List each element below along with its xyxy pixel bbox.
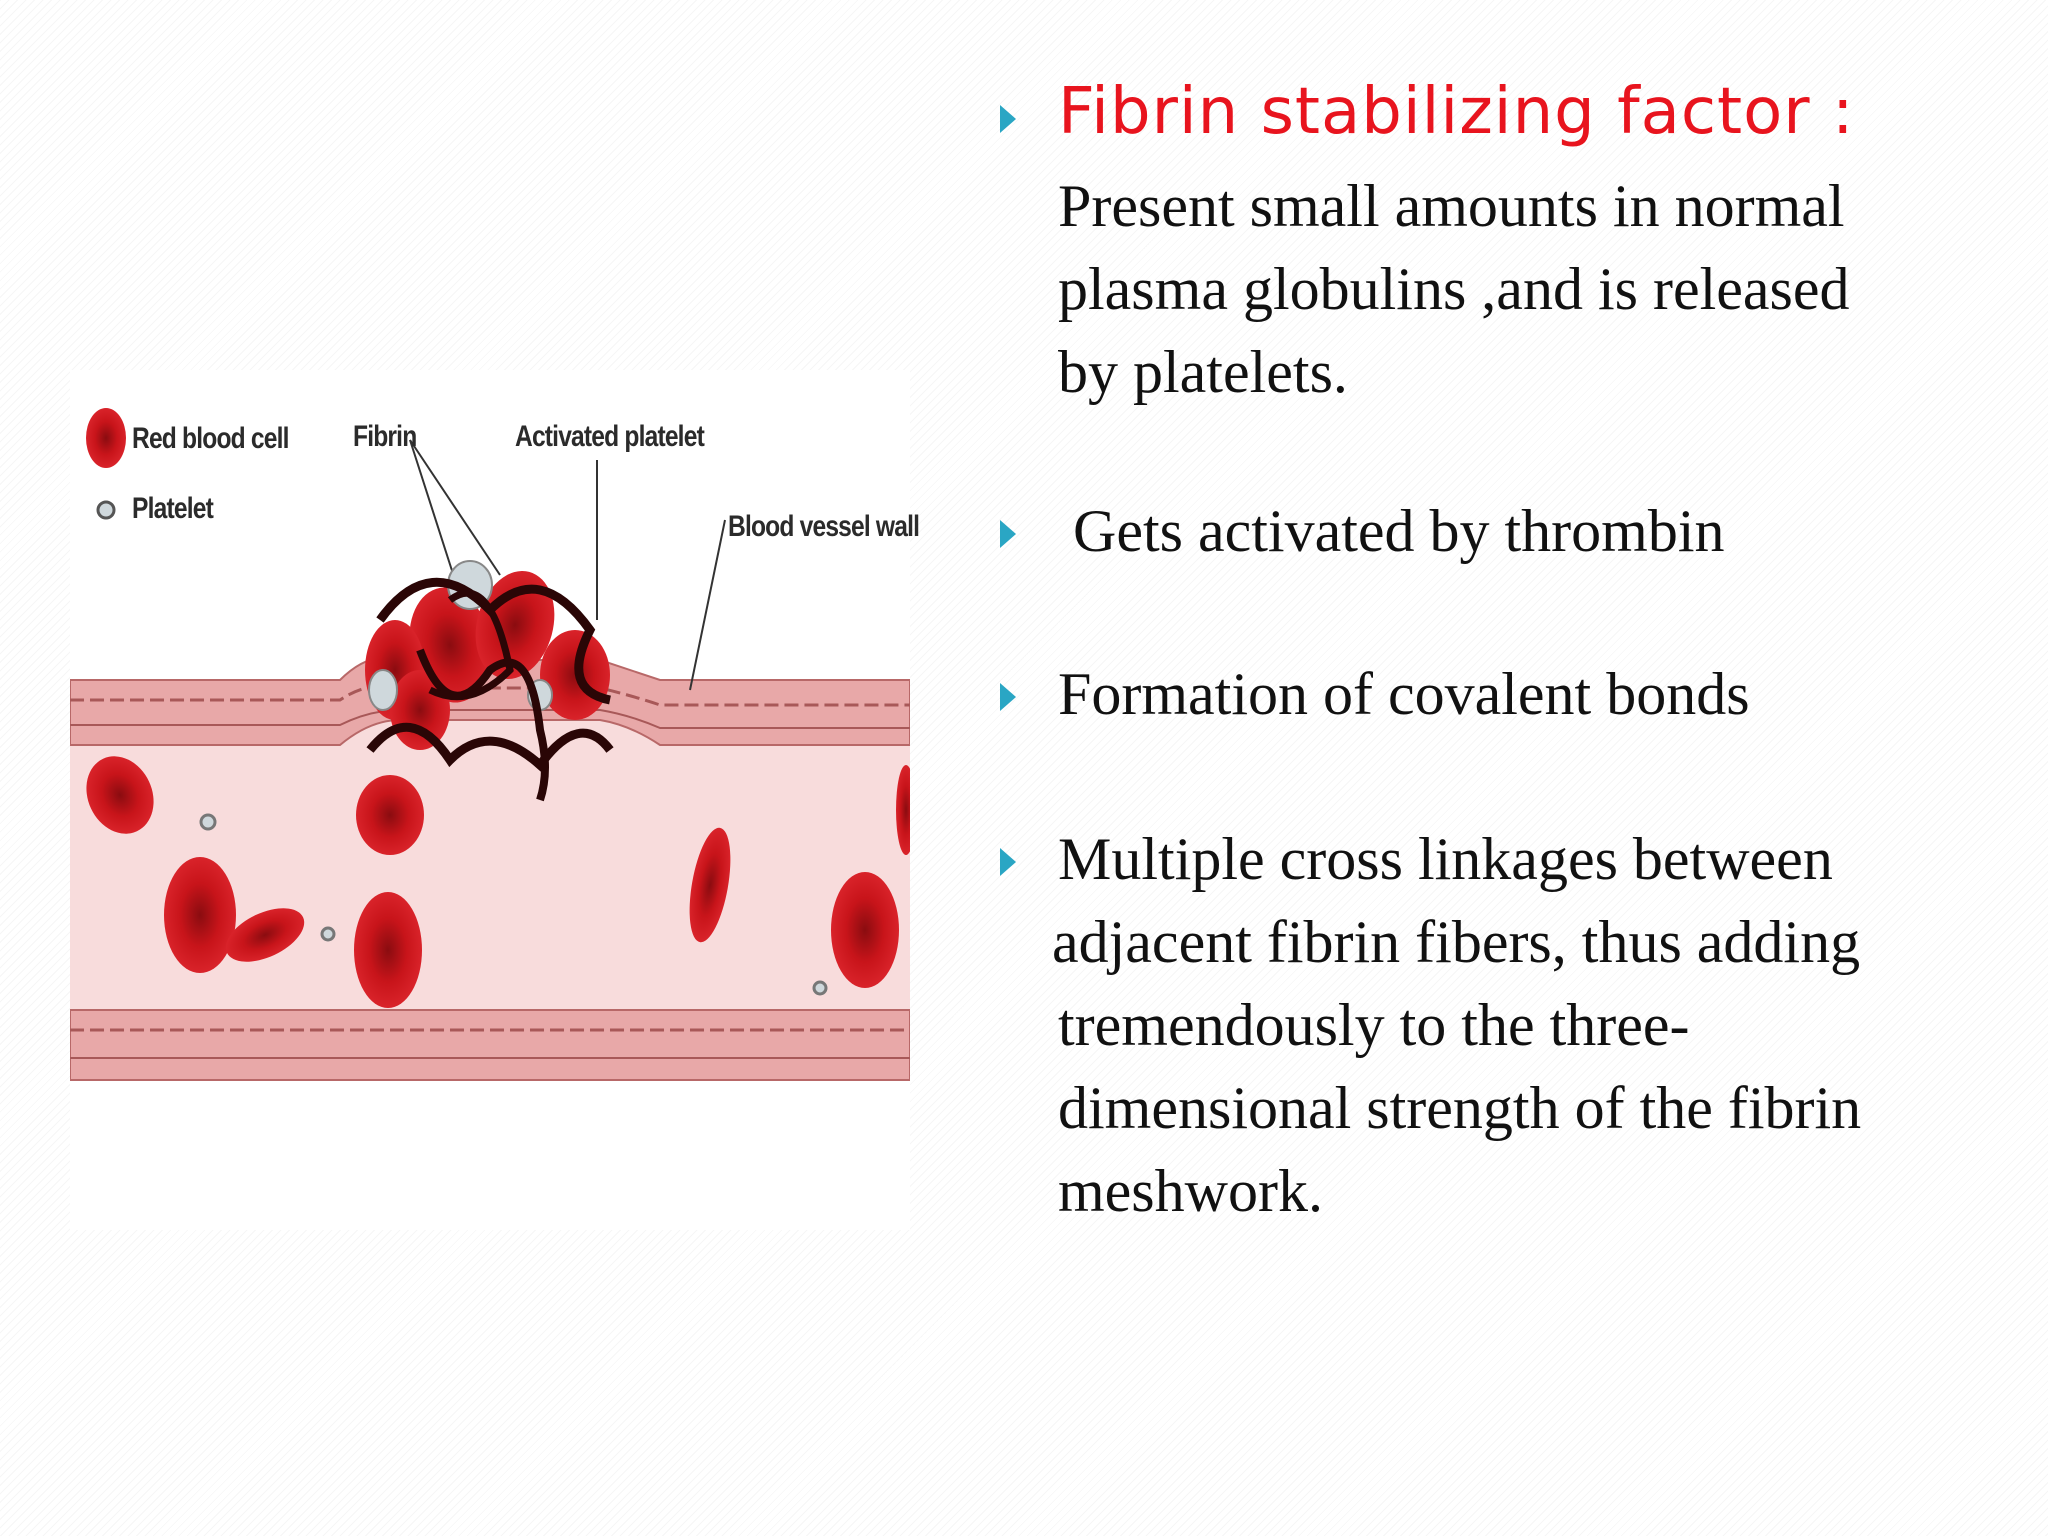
red-blood-cell xyxy=(896,765,910,855)
legend-platelet xyxy=(96,500,116,520)
bullet-line: Formation of covalent bonds xyxy=(1058,661,1750,727)
bullet-line: plasma globulins ,and is released xyxy=(1058,256,1850,322)
bullet-arrow-icon xyxy=(1000,848,1016,876)
label-blood-vessel-wall: Blood vessel wall xyxy=(728,510,920,543)
red-blood-cell xyxy=(831,872,899,988)
vessel-wall-bottom xyxy=(70,1009,910,1081)
bullet-line: dimensional strength of the fibrin xyxy=(1058,1075,1862,1141)
bullet-line: Present small amounts in normal xyxy=(1058,173,1845,239)
platelet xyxy=(812,980,828,996)
red-blood-cell xyxy=(225,908,305,962)
bullet-arrow-icon xyxy=(1000,105,1016,133)
bullet-line: meshwork. xyxy=(1058,1158,1323,1224)
bullet-line: adjacent fibrin fibers, thus adding xyxy=(1052,909,1861,975)
activated-platelet xyxy=(368,669,398,711)
label-fibrin: Fibrin xyxy=(353,420,417,453)
bullet-line: tremendously to the three- xyxy=(1058,992,1690,1058)
label-activated-platelet: Activated platelet xyxy=(515,420,705,453)
blood-clot-illustration: Red blood cell Platelet Fibrin Activated… xyxy=(70,370,920,1230)
red-blood-cell xyxy=(164,857,236,973)
platelet xyxy=(320,926,336,942)
label-platelet: Platelet xyxy=(132,492,214,525)
bullet-arrow-icon xyxy=(1000,683,1016,711)
label-red-blood-cell: Red blood cell xyxy=(132,422,289,455)
red-blood-cell xyxy=(689,827,731,943)
red-blood-cell xyxy=(354,892,422,1008)
bullet-line: Gets activated by thrombin xyxy=(1058,498,1725,564)
bullet-arrow-icon xyxy=(1000,520,1016,548)
platelet xyxy=(199,813,217,831)
fibrin-strand xyxy=(366,722,614,772)
legend-red-blood-cell xyxy=(86,408,126,468)
blood-vessel-diagram xyxy=(70,408,910,1081)
red-blood-cell xyxy=(86,756,154,834)
clot-red-blood-cell xyxy=(475,570,555,680)
fibrin-strand xyxy=(376,577,612,705)
red-blood-cell xyxy=(356,775,424,855)
bullet-line: Multiple cross linkages between xyxy=(1058,826,1833,892)
bullet-line: by platelets. xyxy=(1058,339,1348,405)
fibrin-strand xyxy=(428,589,514,701)
bullet-heading: Fibrin stabilizing factor : xyxy=(1058,75,1855,149)
